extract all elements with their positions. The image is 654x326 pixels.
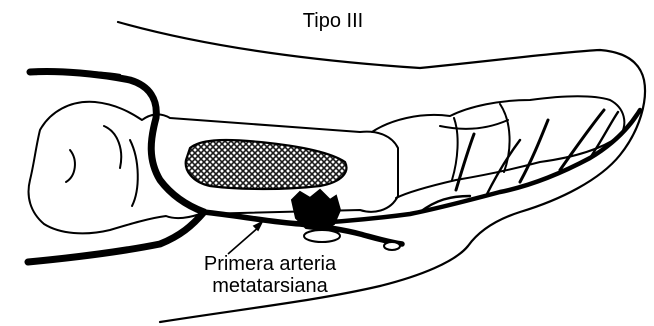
bone-medullary-cavity [186,140,347,189]
dorsal-artery-upper [30,71,204,212]
figure-title: Tipo III [0,10,654,32]
artery-label-line-1: Primera arteria [170,253,370,275]
label-leader-line [228,222,262,254]
artery-label-line-2: metatarsiana [170,275,370,297]
first-metatarsal-artery-label: Primera arteria metatarsiana [170,253,370,297]
